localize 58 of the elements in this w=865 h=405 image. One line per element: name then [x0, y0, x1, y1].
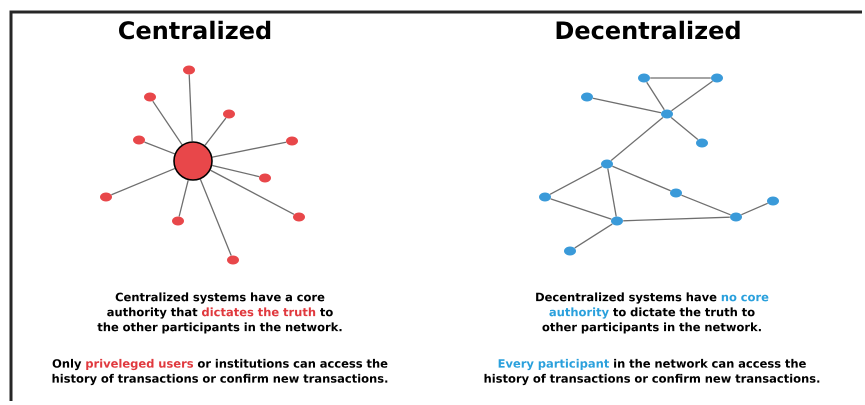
connection-line — [152, 100, 182, 145]
description-text: Centralized systems have a core authority that dictates the truth to the other participants in the network. — [97, 292, 342, 334]
label: authority — [549, 307, 609, 319]
network-node — [100, 192, 112, 202]
network-node — [564, 246, 576, 256]
connection-line — [741, 202, 768, 216]
network-node — [144, 92, 156, 102]
network-node — [670, 188, 682, 198]
heading: Decentralized — [556, 20, 740, 40]
connection-line — [212, 164, 260, 178]
network-node — [581, 92, 593, 102]
network-node — [611, 216, 623, 226]
description-text: Every participant in the network can access the history of transactions or confirm new transactions. — [484, 358, 820, 386]
connection-line — [550, 166, 602, 195]
connection-line — [612, 166, 671, 192]
label: to dictate the truth to — [613, 307, 755, 316]
connection-line — [200, 179, 232, 256]
network-node — [730, 212, 742, 222]
connection-line — [188, 74, 193, 142]
network-node — [767, 196, 779, 206]
network-node — [223, 110, 235, 118]
description-text: Decentralized systems have no core authority to dictate the truth to other participants in the network. — [536, 292, 768, 334]
connection-line — [111, 168, 175, 196]
connection-line — [650, 77, 711, 79]
network-node — [227, 256, 239, 264]
network-node — [286, 136, 298, 146]
network-node — [172, 216, 184, 226]
network-node — [133, 136, 145, 144]
hub-node — [173, 141, 213, 181]
network-node — [259, 174, 271, 182]
network-node — [696, 138, 708, 148]
connection-line — [671, 80, 713, 112]
connection-line — [670, 116, 698, 140]
connection-line — [607, 168, 617, 216]
connection-line — [550, 198, 612, 220]
description-text: Only priveleged users or institutions can access the history of transactions or confirm new transactions. — [52, 358, 388, 386]
connection-line — [610, 116, 664, 162]
label: other participants in the network. — [542, 322, 761, 334]
label: Decentralized systems have — [536, 292, 716, 304]
connection-line — [646, 82, 665, 110]
network-node — [601, 160, 613, 168]
network-node — [539, 192, 551, 202]
network-node — [711, 74, 723, 82]
connection-line — [144, 142, 175, 154]
heading: Centralized — [119, 20, 270, 40]
network-node — [661, 110, 673, 118]
connection-line — [210, 170, 294, 215]
connection-line — [623, 216, 730, 222]
connection-line — [592, 98, 662, 114]
connection-line — [178, 180, 189, 217]
connection-line — [204, 118, 226, 146]
network-node — [183, 66, 195, 74]
connection-line — [681, 194, 731, 216]
network-node — [638, 74, 650, 82]
network-node — [293, 212, 305, 222]
connection-line — [574, 223, 613, 249]
label: no core — [722, 294, 768, 302]
connection-line — [212, 142, 286, 158]
